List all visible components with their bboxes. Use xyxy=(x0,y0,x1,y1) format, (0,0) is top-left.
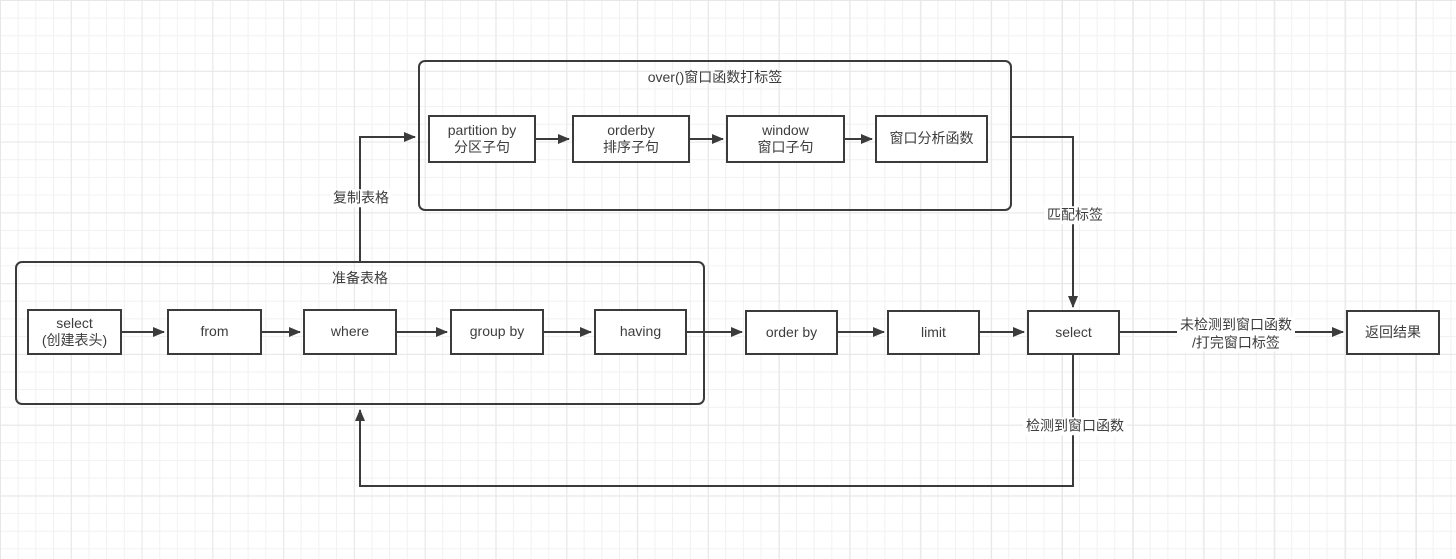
node-sublabel: 排序子句 xyxy=(603,139,659,155)
edge-label-window-detected: 检测到窗口函数 xyxy=(1023,417,1127,435)
node-order-by: order by xyxy=(745,310,838,355)
group-prepare-table: 准备表格 xyxy=(15,261,705,405)
group-title: over()窗口函数打标签 xyxy=(647,69,783,85)
edge-label-line1: 未检测到窗口函数 xyxy=(1180,316,1292,333)
node-label: select xyxy=(56,314,93,331)
node-label: select xyxy=(1055,323,1092,340)
node-label: orderby xyxy=(607,121,655,138)
node-label: having xyxy=(619,323,662,340)
node-label: from xyxy=(200,323,229,340)
edge-match-tag xyxy=(1012,136,1078,308)
node-limit: limit xyxy=(887,310,980,355)
node-label: order by xyxy=(765,323,818,340)
group-title: 准备表格 xyxy=(332,270,388,286)
node-where: where xyxy=(303,309,397,355)
node-sublabel: (创建表头) xyxy=(41,332,108,348)
node-window-analysis-func: 窗口分析函数 xyxy=(875,115,988,163)
edge-label-copy-table: 复制表格 xyxy=(330,189,392,207)
node-label: 返回结果 xyxy=(1365,323,1421,340)
node-select-create-header: select (创建表头) xyxy=(27,309,122,355)
node-label: partition by xyxy=(447,121,517,138)
node-group-by: group by xyxy=(450,309,544,355)
group-over-window-tagging: over()窗口函数打标签 xyxy=(418,60,1012,211)
node-partition-by: partition by 分区子句 xyxy=(428,115,536,163)
node-return-result: 返回结果 xyxy=(1346,310,1440,355)
edge-label-line2: /打完窗口标签 xyxy=(1192,334,1280,350)
node-sublabel: 分区子句 xyxy=(454,139,510,155)
edge-label-no-window-function: 未检测到窗口函数 /打完窗口标签 xyxy=(1177,316,1295,352)
node-having: having xyxy=(594,309,687,355)
node-label: window xyxy=(762,121,809,138)
node-label: 窗口分析函数 xyxy=(889,130,974,147)
node-sublabel: 窗口子句 xyxy=(757,139,814,155)
edge-label-match-tag: 匹配标签 xyxy=(1044,206,1106,224)
node-label: group by xyxy=(469,323,525,340)
node-select: select xyxy=(1027,310,1120,355)
node-orderby: orderby 排序子句 xyxy=(572,115,690,163)
edge-copy-table xyxy=(359,132,416,261)
node-label: where xyxy=(330,323,370,340)
node-window: window 窗口子句 xyxy=(726,115,845,163)
node-label: limit xyxy=(921,323,946,340)
node-from: from xyxy=(167,309,262,355)
